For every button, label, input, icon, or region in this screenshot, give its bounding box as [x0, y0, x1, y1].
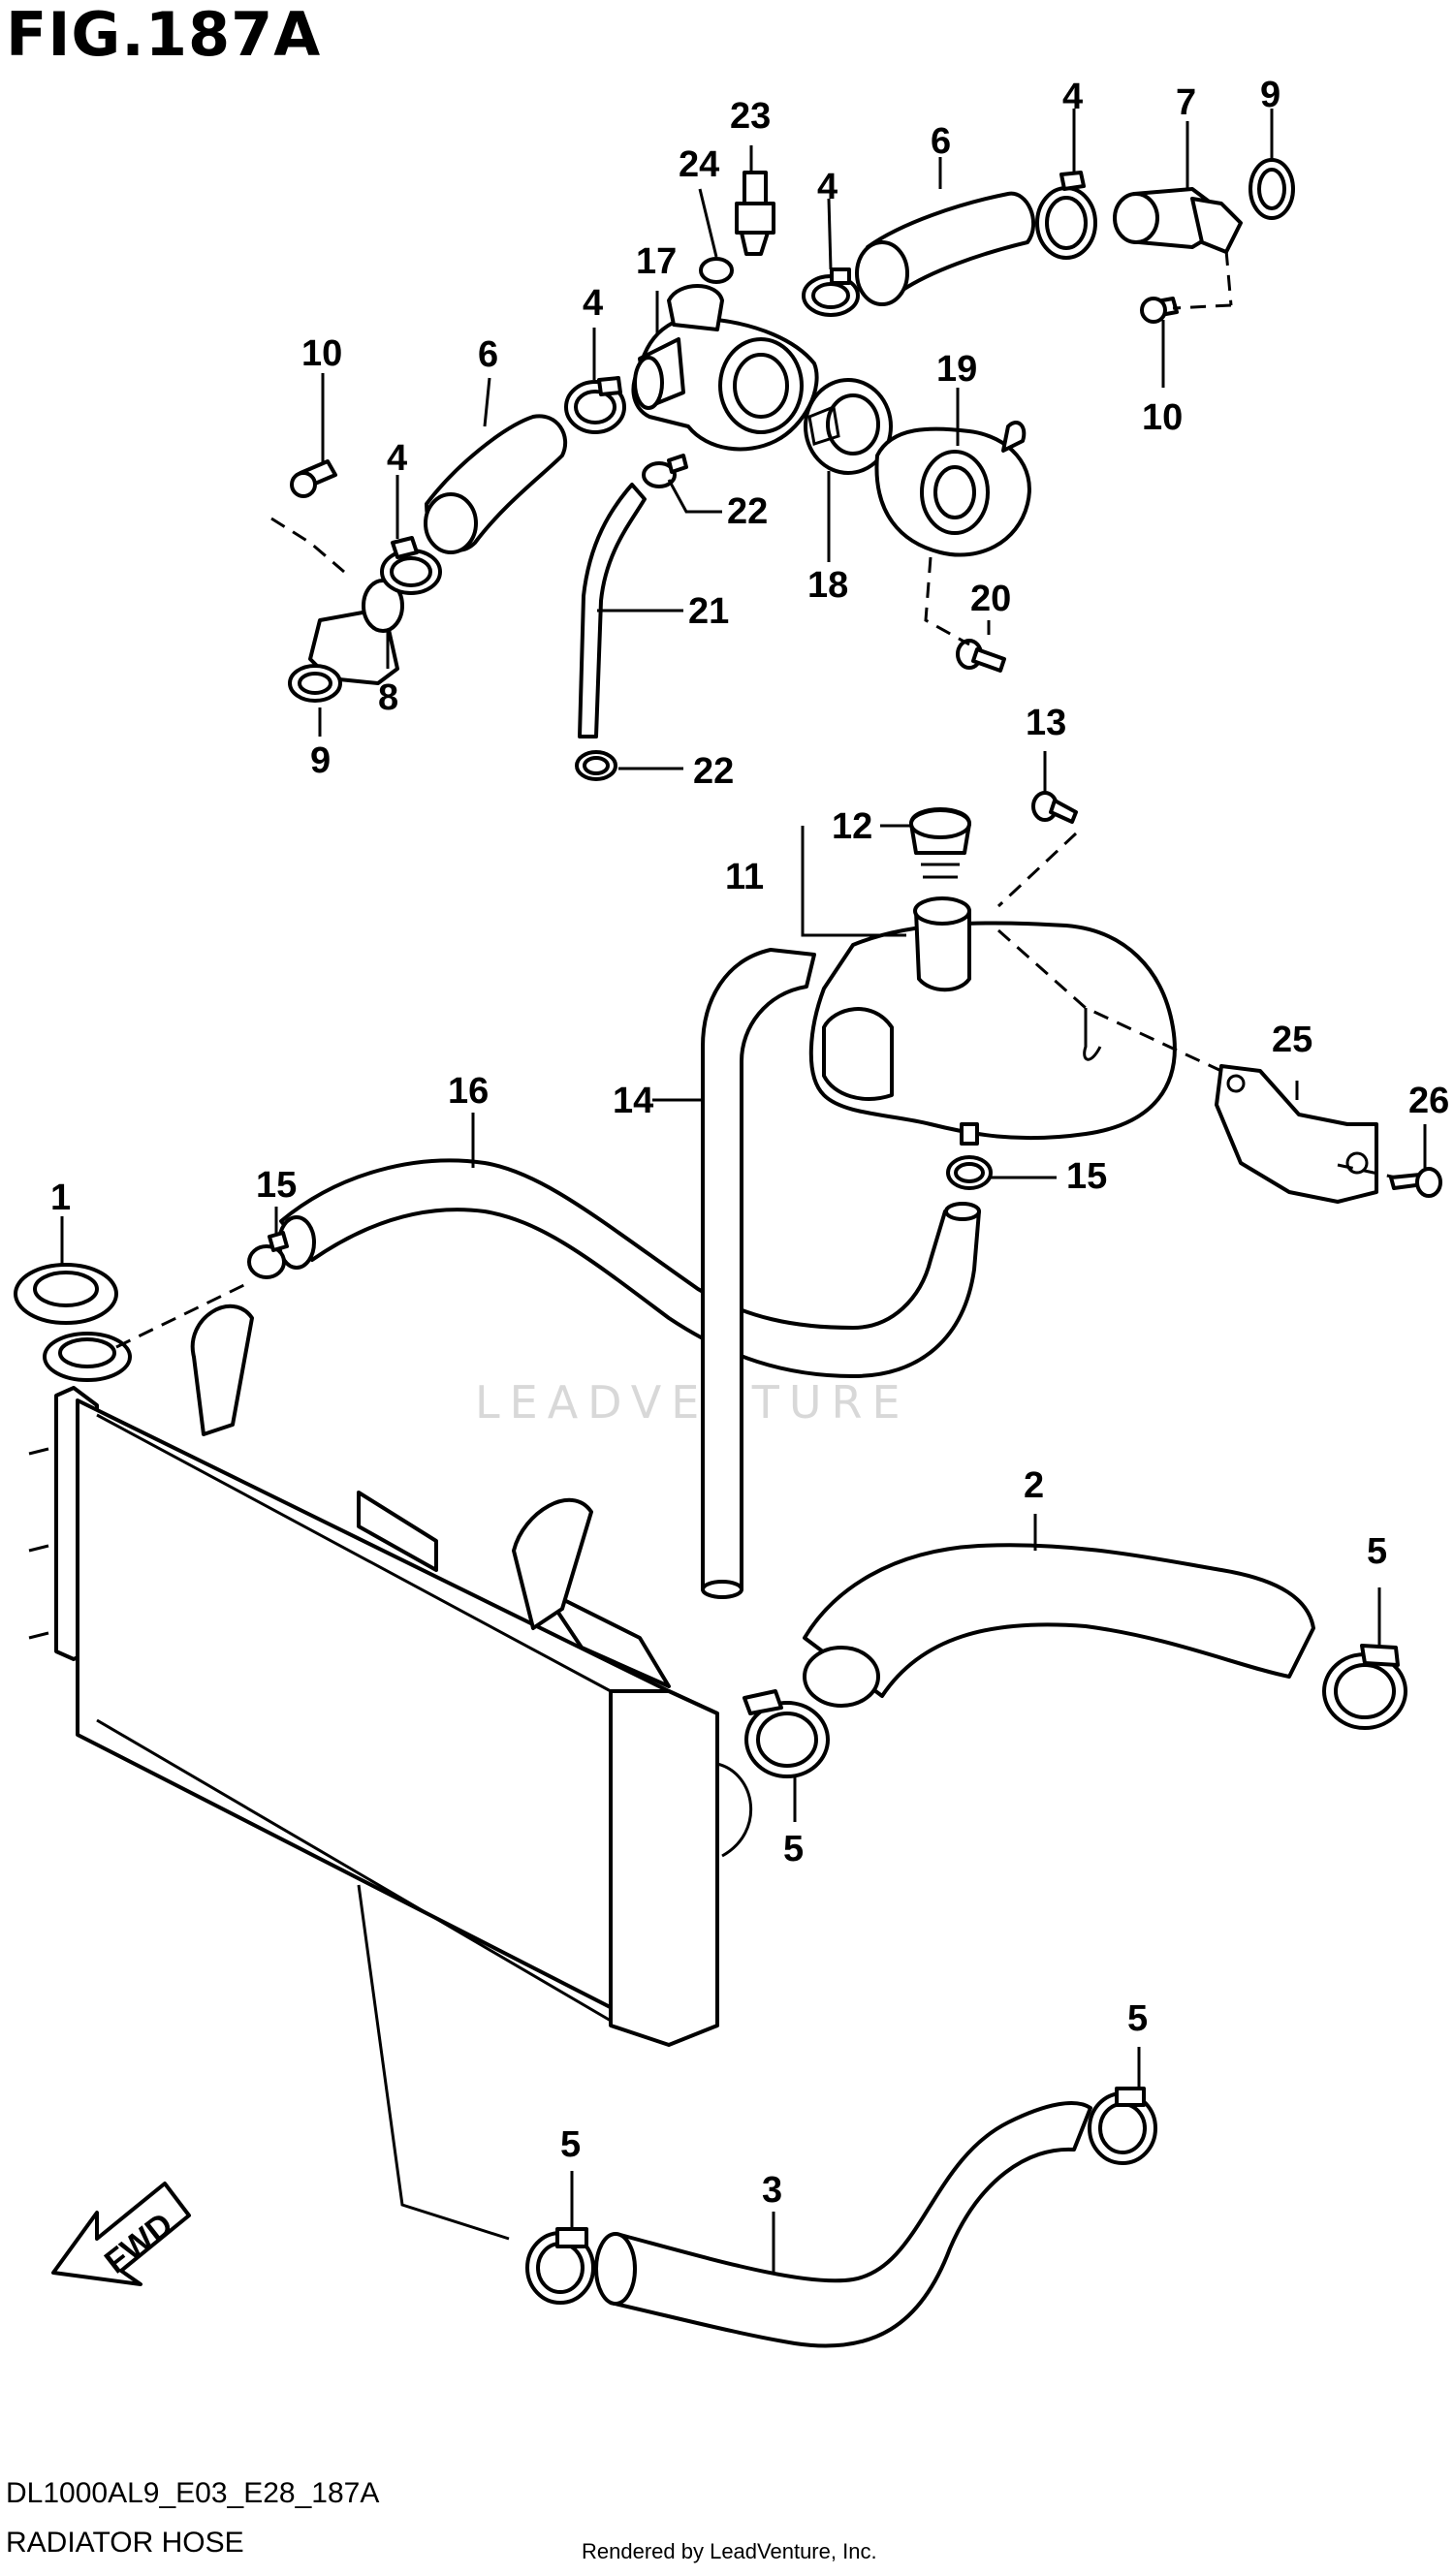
callout-4: 4 — [1062, 77, 1083, 117]
callout-3: 3 — [762, 2170, 782, 2211]
reservoir-bracket-25[interactable] — [1215, 1064, 1378, 1204]
hose-fitting-8[interactable] — [308, 579, 404, 685]
fwd-direction-arrow: FWD — [51, 2182, 191, 2286]
thermostat-housing-17[interactable] — [631, 284, 819, 452]
o-ring-9-lower[interactable] — [288, 664, 342, 703]
callout-10: 10 — [1142, 397, 1183, 438]
render-credit: Rendered by LeadVenture, Inc. — [582, 2539, 877, 2563]
callout-18: 18 — [807, 565, 848, 606]
o-ring-9-upper[interactable] — [1249, 158, 1295, 220]
callout-8: 8 — [378, 677, 398, 718]
clamp-22-upper[interactable] — [642, 454, 688, 488]
callout-6: 6 — [478, 334, 498, 375]
leader-lines — [60, 109, 1427, 2273]
callout-22: 22 — [693, 751, 734, 792]
callout-12: 12 — [832, 806, 872, 847]
callout-7: 7 — [1176, 82, 1196, 123]
callout-2: 2 — [1024, 1465, 1044, 1506]
bolt-13[interactable] — [1031, 791, 1078, 824]
bolt-26[interactable] — [1389, 1167, 1442, 1198]
clamp-5-hose3-left[interactable] — [525, 2227, 595, 2305]
bolt-10-right[interactable] — [1140, 297, 1179, 324]
clamp-4-upper-right[interactable] — [1035, 171, 1097, 260]
callout-14: 14 — [613, 1081, 653, 1121]
callout-9: 9 — [310, 740, 331, 781]
callout-17: 17 — [636, 241, 677, 282]
callout-4: 4 — [583, 283, 603, 324]
callout-26: 26 — [1408, 1081, 1449, 1121]
clamp-4-left-upper[interactable] — [564, 376, 626, 434]
callout-1: 1 — [50, 1178, 71, 1218]
diagram-code: DL1000AL9_E03_E28_187A — [6, 2477, 380, 2509]
bolt-20[interactable] — [956, 639, 1006, 673]
callout-19: 19 — [936, 349, 977, 390]
thermostat-cover-19[interactable] — [874, 421, 1031, 557]
callout-labels: 23 24 4 6 4 7 9 17 4 6 10 10 19 4 22 18 … — [50, 75, 1449, 2211]
hose-21[interactable] — [578, 483, 647, 738]
bolt-10-left[interactable] — [290, 459, 337, 498]
callout-5: 5 — [1127, 1998, 1148, 2039]
callout-25: 25 — [1272, 1020, 1312, 1060]
callout-6: 6 — [931, 121, 951, 162]
clamp-5-hose3-right[interactable] — [1088, 2087, 1157, 2165]
callout-20: 20 — [970, 579, 1011, 619]
callout-9: 9 — [1260, 75, 1280, 115]
callout-23: 23 — [730, 96, 771, 137]
radiator-hose-3[interactable] — [594, 2101, 1092, 2348]
radiator-hose-16[interactable] — [277, 1158, 981, 1378]
diagram-subtitle: RADIATOR HOSE — [6, 2527, 244, 2559]
callout-4: 4 — [387, 438, 407, 479]
radiator-hose-2[interactable] — [803, 1543, 1315, 1708]
callout-15: 15 — [1066, 1156, 1107, 1197]
callout-4: 4 — [817, 167, 838, 207]
callout-13: 13 — [1026, 703, 1066, 743]
reservoir-hose-14[interactable] — [701, 948, 816, 1599]
o-ring-24[interactable] — [699, 257, 734, 284]
hose-6-left[interactable] — [424, 414, 568, 554]
clamp-22-lower[interactable] — [575, 750, 617, 781]
clamp-5-hose2-left[interactable] — [743, 1689, 830, 1778]
callout-10: 10 — [301, 333, 342, 374]
radiator-cap[interactable] — [14, 1263, 132, 1382]
radiator[interactable] — [28, 1304, 753, 2047]
callout-21: 21 — [688, 591, 729, 632]
temperature-sensor-23[interactable] — [735, 171, 775, 256]
callout-5: 5 — [783, 1829, 804, 1869]
callout-22: 22 — [727, 491, 768, 532]
clamp-5-hose2-right[interactable] — [1322, 1644, 1407, 1730]
callout-15: 15 — [256, 1165, 297, 1206]
clamp-15-left[interactable] — [247, 1231, 289, 1279]
hose-fitting-7[interactable] — [1113, 187, 1243, 254]
callout-11: 11 — [725, 857, 764, 897]
clamp-4-mid[interactable] — [802, 267, 860, 317]
callout-5: 5 — [560, 2124, 581, 2165]
clamp-15-right[interactable] — [946, 1155, 993, 1190]
reservoir-cap[interactable] — [909, 807, 971, 879]
callout-16: 16 — [448, 1071, 489, 1112]
callout-24: 24 — [679, 144, 719, 185]
reservoir-tank[interactable] — [808, 896, 1177, 1146]
thermostat-18[interactable] — [804, 378, 893, 475]
hose-6-upper[interactable] — [855, 191, 1036, 306]
clamp-4-left-lower[interactable] — [380, 536, 442, 595]
watermark: LEADVENTURE — [475, 1376, 910, 1429]
callout-5: 5 — [1367, 1531, 1387, 1572]
figure-title: FIG.187A — [6, 0, 322, 70]
